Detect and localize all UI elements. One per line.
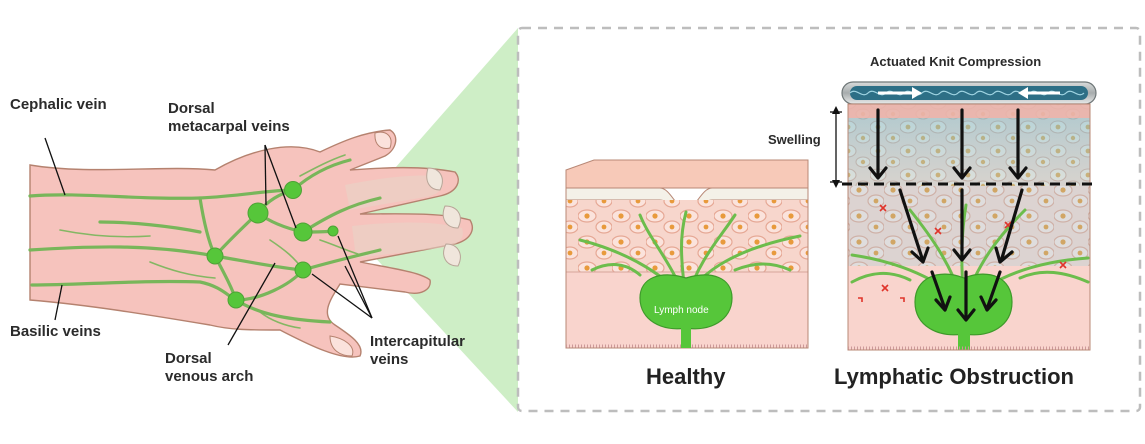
- label-lymph-node: Lymph node: [654, 305, 709, 317]
- title-lymphatic-obstruction: Lymphatic Obstruction: [834, 364, 1074, 390]
- label-swelling: Swelling: [768, 132, 821, 147]
- healthy-tissue: [566, 160, 808, 348]
- title-healthy: Healthy: [646, 364, 725, 390]
- label-dorsal-metacarpal-veins: Dorsal metacarpal veins: [168, 100, 290, 135]
- label-basilic-veins: Basilic veins: [10, 323, 101, 341]
- label-intercapitular-veins: Intercapitular veins: [370, 333, 465, 368]
- label-dorsal-venous-arch: Dorsal venous arch: [165, 350, 253, 385]
- label-actuated-knit-compression: Actuated Knit Compression: [870, 54, 1041, 69]
- lymph-node: [640, 275, 732, 329]
- obstruction-tissue: [830, 82, 1096, 350]
- label-cephalic-vein: Cephalic vein: [10, 96, 107, 114]
